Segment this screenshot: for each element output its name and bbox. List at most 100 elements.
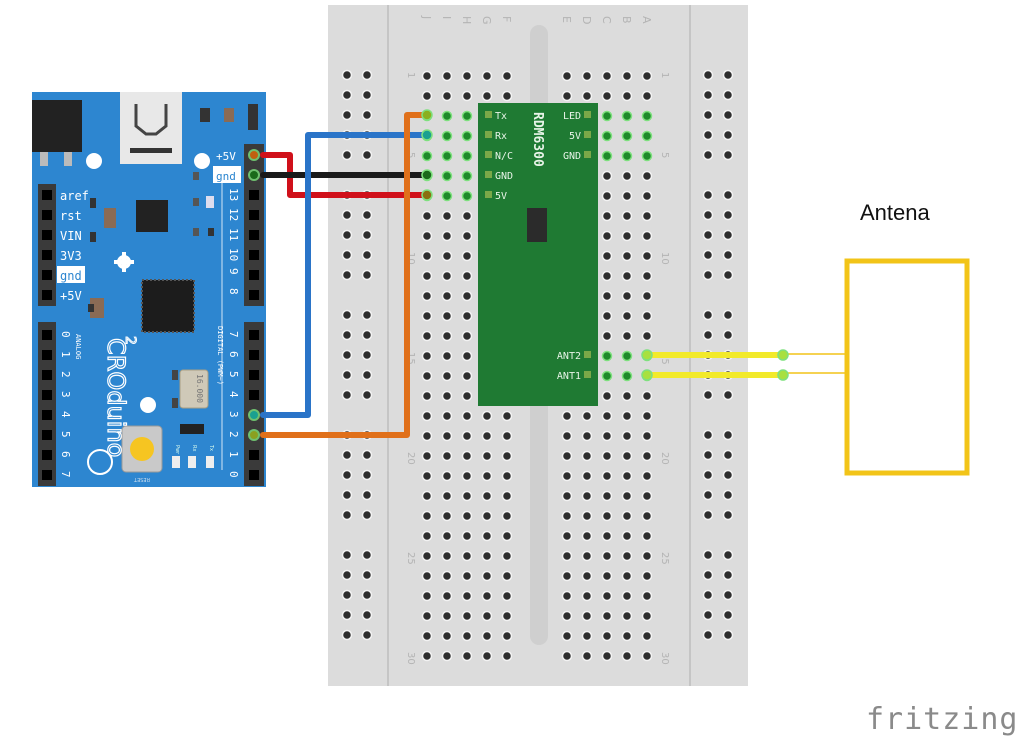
rail-hole[interactable] (341, 109, 353, 121)
breadboard-hole[interactable] (621, 90, 633, 102)
breadboard-hole[interactable] (601, 510, 613, 522)
rail-hole[interactable] (361, 569, 373, 581)
breadboard-hole[interactable] (481, 410, 493, 422)
breadboard-hole[interactable] (621, 650, 633, 662)
breadboard-hole[interactable] (441, 410, 453, 422)
breadboard-hole[interactable] (421, 90, 433, 102)
wire-endpoint[interactable] (641, 369, 653, 381)
breadboard-hole[interactable] (601, 210, 613, 222)
breadboard-hole[interactable] (641, 490, 653, 502)
breadboard-hole[interactable] (581, 550, 593, 562)
breadboard-hole[interactable] (441, 370, 453, 382)
rail-hole[interactable] (722, 89, 734, 101)
breadboard-hole[interactable] (461, 570, 473, 582)
header-pin[interactable] (42, 390, 52, 400)
breadboard-hole[interactable] (441, 390, 453, 402)
breadboard-hole[interactable] (601, 490, 613, 502)
breadboard-hole[interactable] (621, 290, 633, 302)
breadboard-hole[interactable] (421, 590, 433, 602)
breadboard-hole[interactable] (441, 550, 453, 562)
breadboard-hole[interactable] (461, 130, 473, 142)
breadboard-hole[interactable] (641, 190, 653, 202)
breadboard-hole[interactable] (621, 230, 633, 242)
breadboard-hole[interactable] (561, 490, 573, 502)
rail-hole[interactable] (722, 629, 734, 641)
breadboard-hole[interactable] (561, 70, 573, 82)
header-pin[interactable] (42, 330, 52, 340)
wire-endpoint[interactable] (421, 129, 433, 141)
rail-hole[interactable] (702, 269, 714, 281)
breadboard-hole[interactable] (441, 150, 453, 162)
breadboard-hole[interactable] (641, 70, 653, 82)
rail-hole[interactable] (702, 489, 714, 501)
breadboard-hole[interactable] (561, 570, 573, 582)
breadboard-hole[interactable] (601, 470, 613, 482)
breadboard-hole[interactable] (441, 190, 453, 202)
breadboard-hole[interactable] (621, 190, 633, 202)
breadboard-hole[interactable] (601, 110, 613, 122)
breadboard-hole[interactable] (461, 350, 473, 362)
rail-hole[interactable] (361, 369, 373, 381)
breadboard-hole[interactable] (641, 110, 653, 122)
rail-hole[interactable] (722, 149, 734, 161)
breadboard-hole[interactable] (641, 130, 653, 142)
wire-endpoint[interactable] (421, 109, 433, 121)
rail-hole[interactable] (722, 549, 734, 561)
rail-hole[interactable] (341, 389, 353, 401)
breadboard-hole[interactable] (441, 250, 453, 262)
header-pin[interactable] (249, 450, 259, 460)
breadboard-hole[interactable] (601, 170, 613, 182)
rail-hole[interactable] (702, 569, 714, 581)
breadboard-hole[interactable] (641, 410, 653, 422)
rail-hole[interactable] (341, 69, 353, 81)
breadboard-hole[interactable] (621, 530, 633, 542)
breadboard-hole[interactable] (561, 90, 573, 102)
breadboard-hole[interactable] (581, 490, 593, 502)
breadboard-hole[interactable] (481, 630, 493, 642)
breadboard-hole[interactable] (501, 70, 513, 82)
breadboard-hole[interactable] (461, 630, 473, 642)
rail-hole[interactable] (702, 149, 714, 161)
header-pin[interactable] (249, 190, 259, 200)
breadboard-hole[interactable] (461, 390, 473, 402)
breadboard-hole[interactable] (441, 510, 453, 522)
breadboard-hole[interactable] (621, 430, 633, 442)
breadboard-hole[interactable] (641, 650, 653, 662)
breadboard-hole[interactable] (641, 210, 653, 222)
header-pin[interactable] (42, 470, 52, 480)
breadboard-hole[interactable] (621, 130, 633, 142)
breadboard-hole[interactable] (481, 570, 493, 582)
rail-hole[interactable] (702, 129, 714, 141)
breadboard-hole[interactable] (421, 290, 433, 302)
rail-hole[interactable] (341, 549, 353, 561)
wire-orange-tx[interactable] (260, 112, 430, 438)
breadboard-hole[interactable] (601, 310, 613, 322)
breadboard-hole[interactable] (601, 650, 613, 662)
breadboard-hole[interactable] (561, 530, 573, 542)
rail-hole[interactable] (702, 109, 714, 121)
breadboard-hole[interactable] (421, 250, 433, 262)
rail-hole[interactable] (722, 129, 734, 141)
breadboard-hole[interactable] (601, 530, 613, 542)
breadboard-hole[interactable] (601, 550, 613, 562)
breadboard-hole[interactable] (481, 650, 493, 662)
rail-hole[interactable] (722, 509, 734, 521)
rail-hole[interactable] (361, 549, 373, 561)
breadboard-hole[interactable] (621, 70, 633, 82)
breadboard-hole[interactable] (461, 230, 473, 242)
breadboard-hole[interactable] (561, 410, 573, 422)
rail-hole[interactable] (341, 349, 353, 361)
breadboard-hole[interactable] (481, 430, 493, 442)
breadboard-hole[interactable] (581, 530, 593, 542)
rail-hole[interactable] (361, 149, 373, 161)
header-pin[interactable] (249, 330, 259, 340)
breadboard-hole[interactable] (601, 270, 613, 282)
rail-hole[interactable] (341, 509, 353, 521)
rail-hole[interactable] (722, 269, 734, 281)
breadboard-hole[interactable] (461, 550, 473, 562)
breadboard-hole[interactable] (481, 90, 493, 102)
rail-hole[interactable] (361, 329, 373, 341)
rail-hole[interactable] (722, 249, 734, 261)
rail-hole[interactable] (702, 449, 714, 461)
breadboard-hole[interactable] (581, 70, 593, 82)
